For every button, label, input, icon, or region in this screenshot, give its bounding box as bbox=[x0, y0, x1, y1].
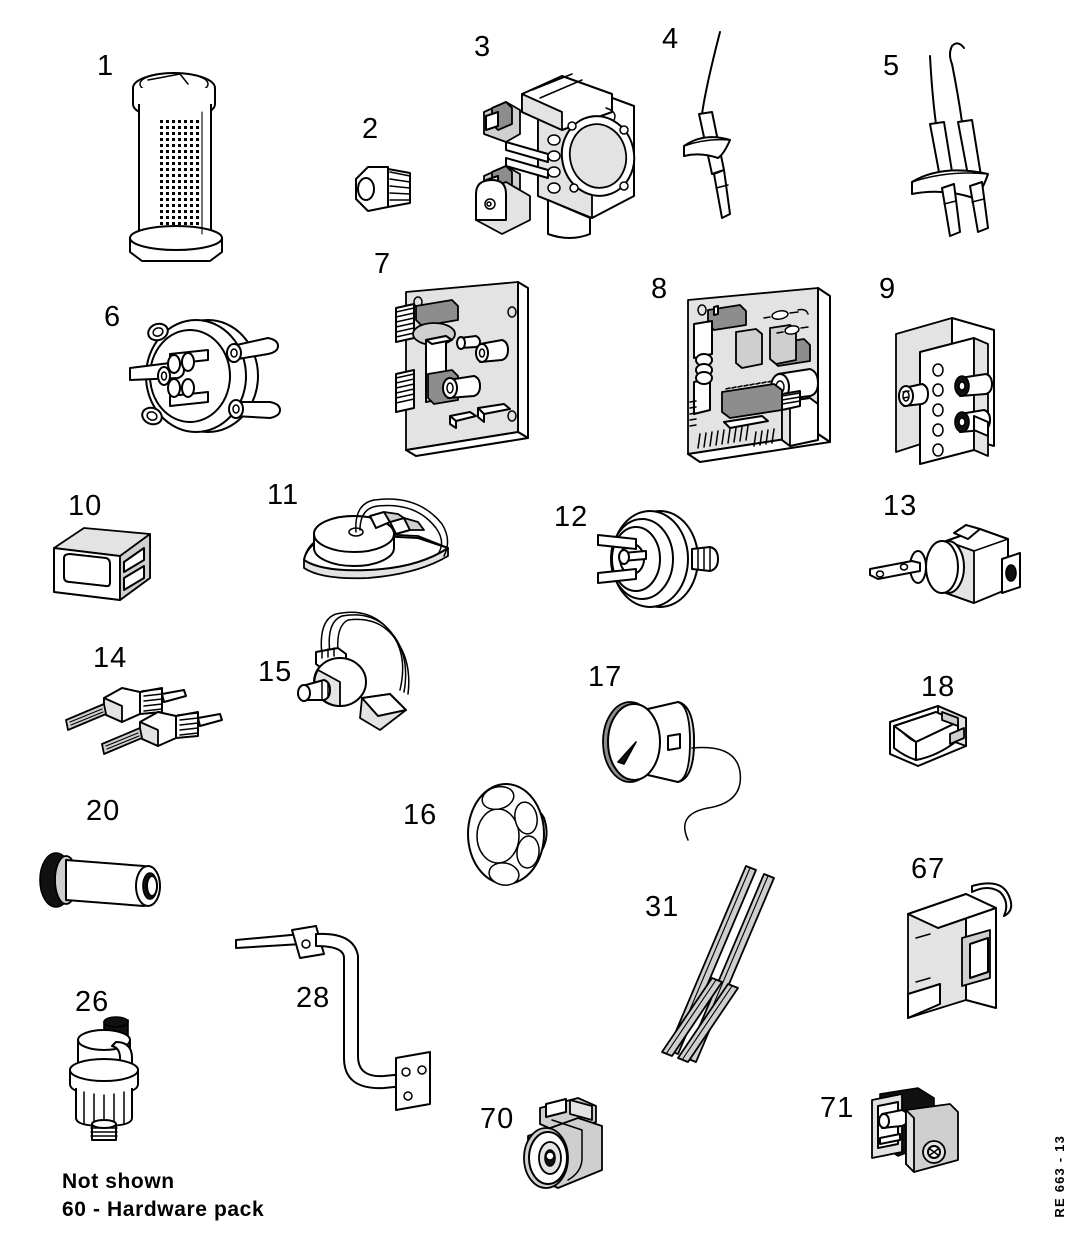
callout-13: 13 bbox=[883, 490, 918, 522]
callout-12: 12 bbox=[554, 501, 589, 533]
callout-7: 7 bbox=[374, 248, 392, 280]
part-ignition-electrode-pair bbox=[902, 32, 1012, 242]
callout-71: 71 bbox=[820, 1092, 855, 1124]
callout-1: 1 bbox=[97, 50, 115, 82]
note-line-2: 60 - Hardware pack bbox=[62, 1197, 265, 1221]
part-control-board-8 bbox=[678, 282, 848, 472]
part-rocker-switch bbox=[880, 700, 975, 780]
part-circuit-board-7 bbox=[390, 278, 540, 463]
part-thermistor-pair bbox=[60, 668, 223, 758]
callout-10: 10 bbox=[68, 490, 103, 522]
part-connector-housing bbox=[50, 520, 160, 610]
drawing-reference-code: RE 663 - 13 bbox=[1052, 1135, 1067, 1218]
callout-4: 4 bbox=[662, 23, 680, 55]
callout-14: 14 bbox=[93, 642, 128, 674]
callout-2: 2 bbox=[362, 113, 380, 145]
callout-70: 70 bbox=[480, 1103, 515, 1135]
callout-11: 11 bbox=[267, 479, 300, 511]
callout-67: 67 bbox=[911, 853, 946, 885]
part-flame-sensor-electrode bbox=[672, 28, 762, 228]
callout-28: 28 bbox=[296, 982, 331, 1014]
part-automatic-air-vent bbox=[62, 1012, 172, 1142]
callout-8: 8 bbox=[651, 273, 669, 305]
not-shown-note: Not shown 60 - Hardware pack bbox=[62, 1168, 264, 1223]
callout-17: 17 bbox=[588, 661, 623, 693]
callout-18: 18 bbox=[921, 671, 956, 703]
part-air-pressure-switch bbox=[592, 503, 722, 618]
part-potentiometer-assembly bbox=[288, 606, 428, 746]
callout-16: 16 bbox=[403, 799, 438, 831]
callout-20: 20 bbox=[86, 795, 121, 827]
part-perforated-baffle-disc bbox=[450, 776, 570, 896]
callout-26: 26 bbox=[75, 986, 110, 1018]
part-hex-nozzle-fitting bbox=[348, 155, 438, 225]
part-gas-valve-assembly bbox=[462, 68, 642, 243]
callout-6: 6 bbox=[104, 301, 122, 333]
part-enclosure-box bbox=[900, 872, 1030, 1022]
part-solenoid-coil bbox=[516, 1096, 626, 1196]
callout-15: 15 bbox=[258, 656, 293, 688]
part-rod-set bbox=[630, 862, 780, 1063]
part-sleeve-with-grommet bbox=[38, 842, 183, 922]
part-limit-thermostat bbox=[862, 515, 1022, 615]
part-transducer-with-leads bbox=[298, 490, 458, 600]
part-round-pin-connector bbox=[112, 310, 292, 445]
callout-31: 31 bbox=[645, 891, 680, 923]
note-line-1: Not shown bbox=[62, 1170, 175, 1193]
callout-9: 9 bbox=[879, 273, 897, 305]
part-bent-tube-with-brackets bbox=[232, 925, 442, 1111]
part-gauge-with-capillary bbox=[596, 690, 776, 841]
part-terminal-bracket bbox=[890, 310, 1010, 470]
part-filter-screen-cartridge bbox=[118, 62, 248, 272]
callout-3: 3 bbox=[474, 31, 492, 63]
part-coil-connector-block bbox=[862, 1086, 972, 1191]
callout-5: 5 bbox=[883, 50, 901, 82]
